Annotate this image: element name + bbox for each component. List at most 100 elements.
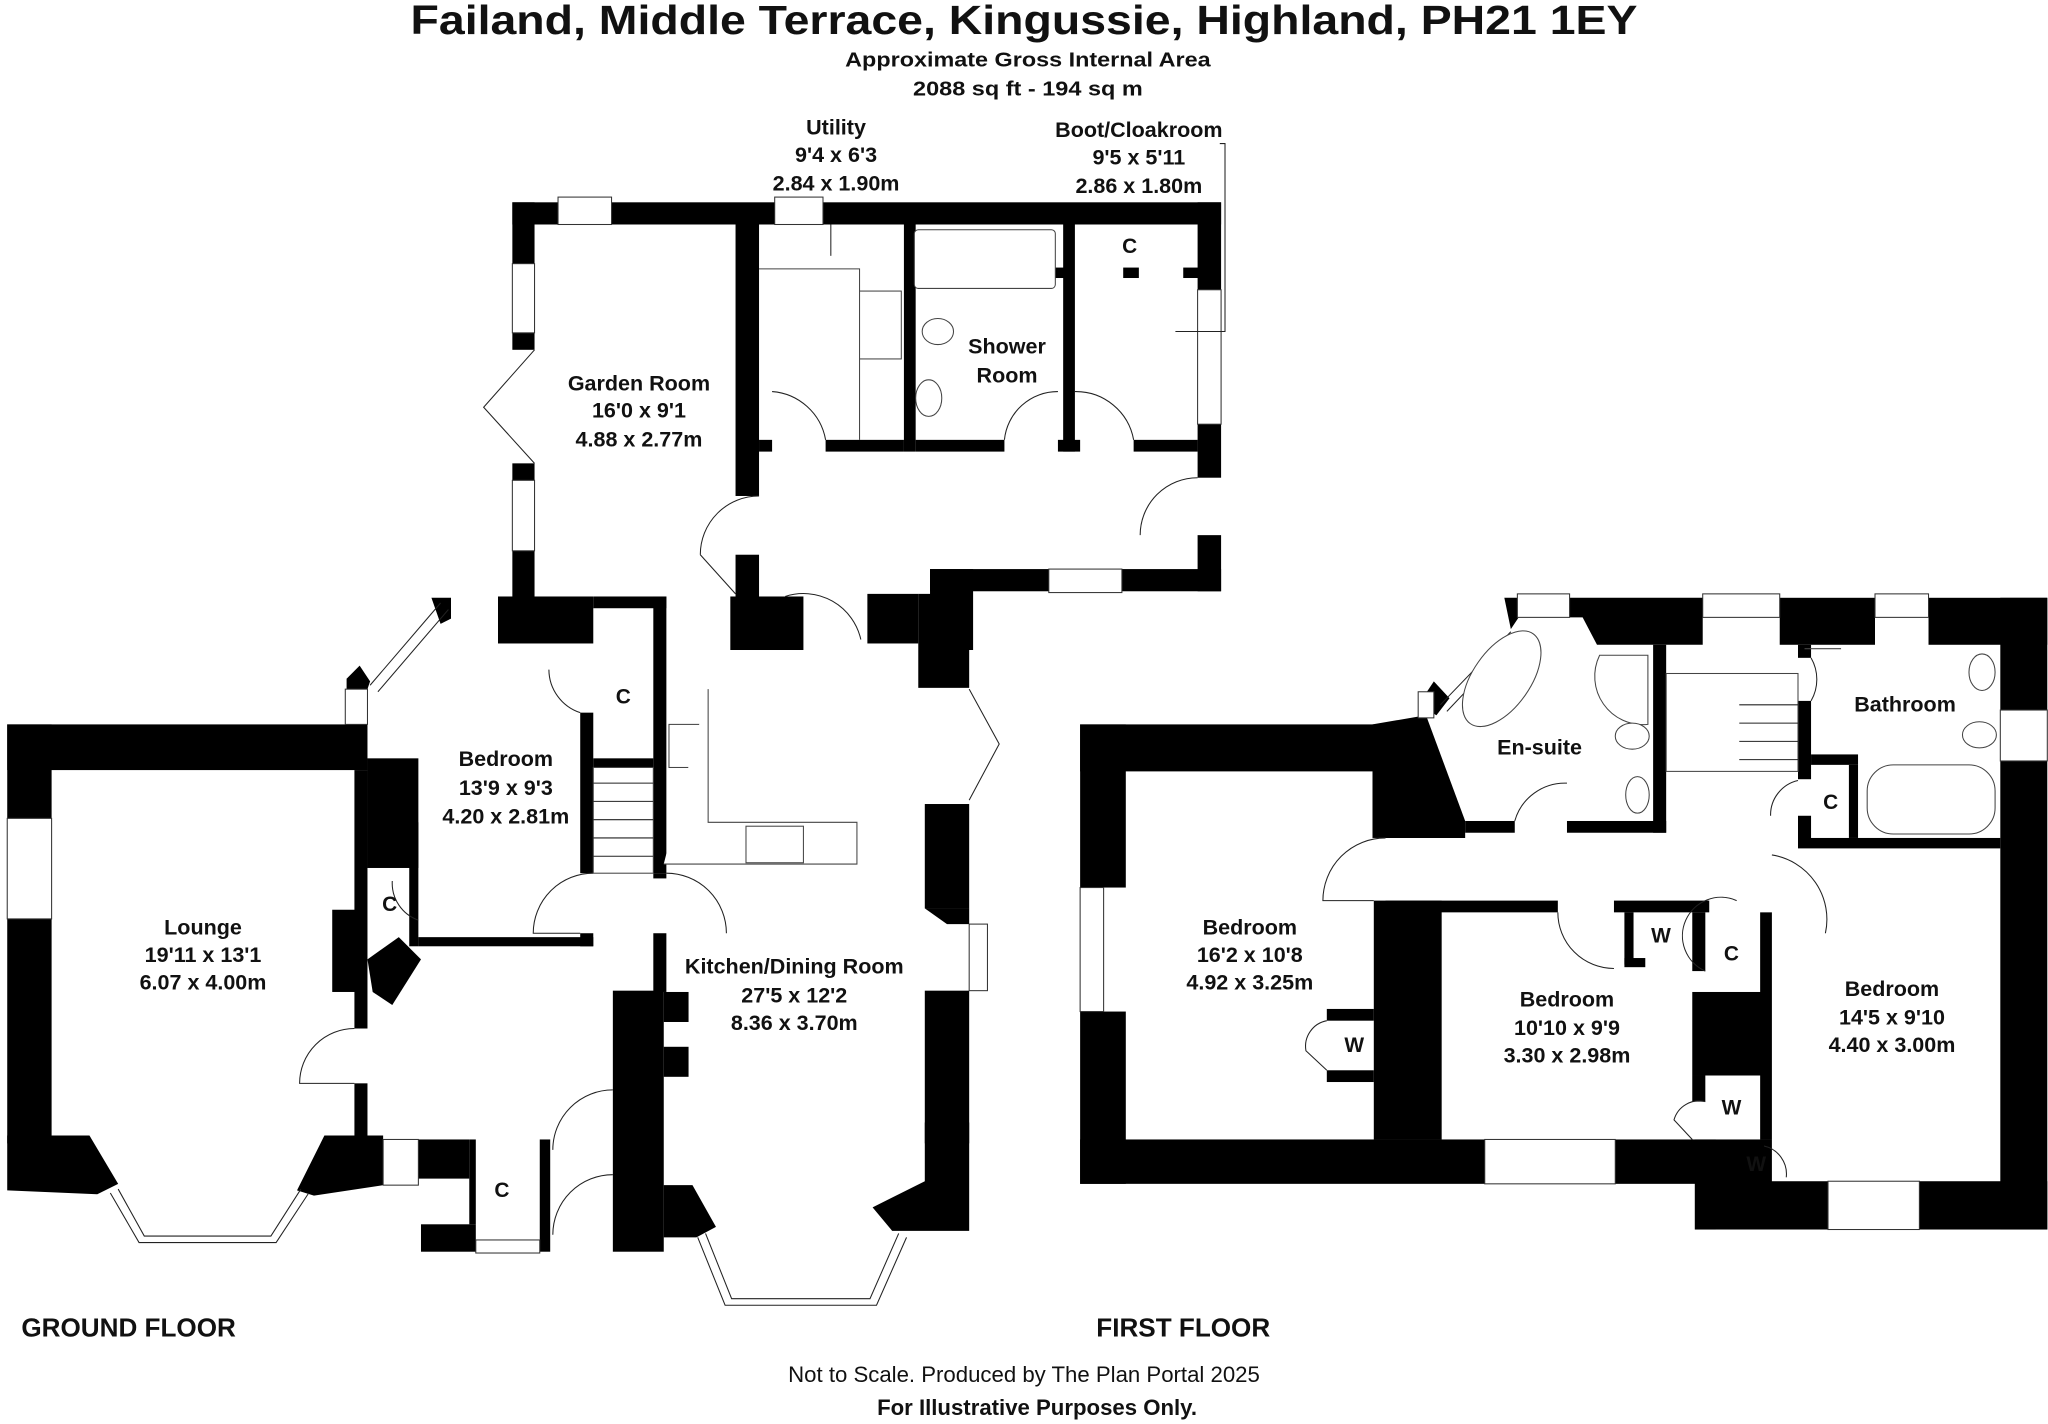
- pointer-line: [1175, 143, 1226, 333]
- window: [511, 263, 536, 334]
- wash-basin: [915, 379, 943, 417]
- wall: [1123, 267, 1139, 279]
- door-swing: [1003, 391, 1058, 440]
- utility-sink: [855, 290, 902, 360]
- wall: [1566, 820, 1667, 833]
- room-name: Room: [977, 363, 1038, 387]
- wall: [825, 439, 904, 452]
- room-size-imperial: 9'5 x 5'11: [1092, 145, 1185, 169]
- toilet: [921, 317, 955, 346]
- bath: [1866, 764, 1996, 835]
- wall: [1760, 912, 1772, 1140]
- staircase: [1665, 672, 1799, 772]
- door-swing: [1322, 837, 1386, 902]
- room-size-metric: 4.40 x 3.00m: [1829, 1033, 1956, 1057]
- door-swing: [532, 872, 594, 934]
- toilet: [1961, 721, 1997, 749]
- room-name: Garden Room: [568, 371, 710, 395]
- wall: [2000, 760, 2048, 1230]
- room-boot-cloakroom: Boot/Cloakroom 9'5 x 5'11 2.86 x 1.80m: [1055, 118, 1222, 198]
- wall: [1133, 439, 1198, 452]
- wall: [663, 991, 689, 1022]
- cupboard-marker: C: [494, 1179, 509, 1202]
- wall: [1326, 1070, 1374, 1083]
- wall: [1692, 912, 1706, 972]
- door-swing: [1514, 782, 1567, 822]
- wall: [924, 804, 970, 909]
- wall: [759, 439, 773, 452]
- cupboard-marker: C: [1823, 791, 1838, 814]
- door-swing: [1139, 477, 1198, 536]
- wall: [1080, 1139, 1485, 1184]
- wall: [1797, 700, 1812, 780]
- room-bedroom-2: Bedroom 10'10 x 9'9 3.30 x 2.98m: [1504, 987, 1631, 1067]
- area-label: Approximate Gross Internal Area: [845, 50, 1211, 72]
- wall: [730, 596, 804, 651]
- window: [511, 479, 536, 552]
- room-size-metric: 4.20 x 2.81m: [442, 805, 569, 829]
- door-swing: [1305, 1020, 1328, 1071]
- wardrobe-marker: W: [1722, 1097, 1742, 1120]
- window-line: [117, 1188, 302, 1237]
- wash-basin: [1968, 653, 1996, 691]
- wall: [1569, 597, 1703, 645]
- wall: [1797, 837, 2001, 849]
- wardrobe-marker: W: [1344, 1034, 1364, 1057]
- wall: [367, 937, 421, 1006]
- wall: [1465, 820, 1515, 833]
- corner-shower: [1594, 654, 1649, 726]
- doors: [299, 349, 1828, 1235]
- cupboard-marker: C: [616, 686, 631, 709]
- wall: [512, 463, 535, 481]
- cupboard-marker: C: [382, 893, 397, 916]
- wash-basin: [1625, 776, 1650, 814]
- wall: [612, 990, 664, 1252]
- wall: [663, 1046, 689, 1077]
- door-swing: [784, 593, 862, 640]
- staircase: [592, 766, 654, 874]
- wall: [7, 724, 52, 819]
- wall: [420, 1224, 476, 1252]
- wall: [7, 918, 52, 1144]
- room-size-imperial: 13'9 x 9'3: [459, 776, 553, 800]
- room-utility: Utility 9'4 x 6'3 2.84 x 1.90m: [773, 115, 900, 195]
- wall: [1692, 1075, 1706, 1102]
- wall: [469, 1139, 476, 1225]
- room-size-imperial: 9'4 x 6'3: [795, 143, 877, 167]
- wall: [512, 550, 535, 598]
- wall: [418, 937, 594, 947]
- room-name: Kitchen/Dining Room: [685, 955, 904, 979]
- room-garden-room: Garden Room 16'0 x 9'1 4.88 x 2.77m: [568, 371, 710, 451]
- door-swing: [552, 1174, 613, 1235]
- door-swing: [299, 1027, 355, 1084]
- wall: [7, 1135, 119, 1195]
- toilet: [1614, 722, 1650, 750]
- room-name: Utility: [806, 115, 866, 139]
- window: [1999, 709, 2048, 762]
- cupboard-marker: C: [1724, 943, 1739, 966]
- room-name: Shower: [968, 335, 1046, 359]
- wall: [611, 202, 775, 225]
- wall: [354, 770, 368, 1029]
- plan-title: Failand, Middle Terrace, Kingussie, High…: [411, 0, 1638, 43]
- door-swing: [1763, 1145, 1787, 1178]
- window-line: [697, 1237, 908, 1306]
- room-size-metric: 2.86 x 1.80m: [1075, 174, 1202, 198]
- door-swing: [1770, 780, 1799, 816]
- room-lounge: Lounge 19'11 x 13'1 6.07 x 4.00m: [140, 916, 267, 995]
- wall: [1928, 597, 2048, 645]
- window: [6, 817, 53, 920]
- window: [1516, 593, 1571, 618]
- wall: [1692, 991, 1771, 1076]
- wall: [1080, 724, 1373, 772]
- wall: [924, 990, 970, 1144]
- wall: [580, 712, 594, 874]
- door-swing: [1810, 657, 1818, 702]
- wall: [653, 933, 667, 992]
- wall: [512, 332, 535, 350]
- room-size-metric: 4.88 x 2.77m: [576, 427, 703, 451]
- wall: [1121, 569, 1222, 592]
- door-swing: [1557, 912, 1614, 969]
- first-floor-label: FIRST FLOOR: [1096, 1313, 1270, 1343]
- room-name: Boot/Cloakroom: [1055, 118, 1222, 142]
